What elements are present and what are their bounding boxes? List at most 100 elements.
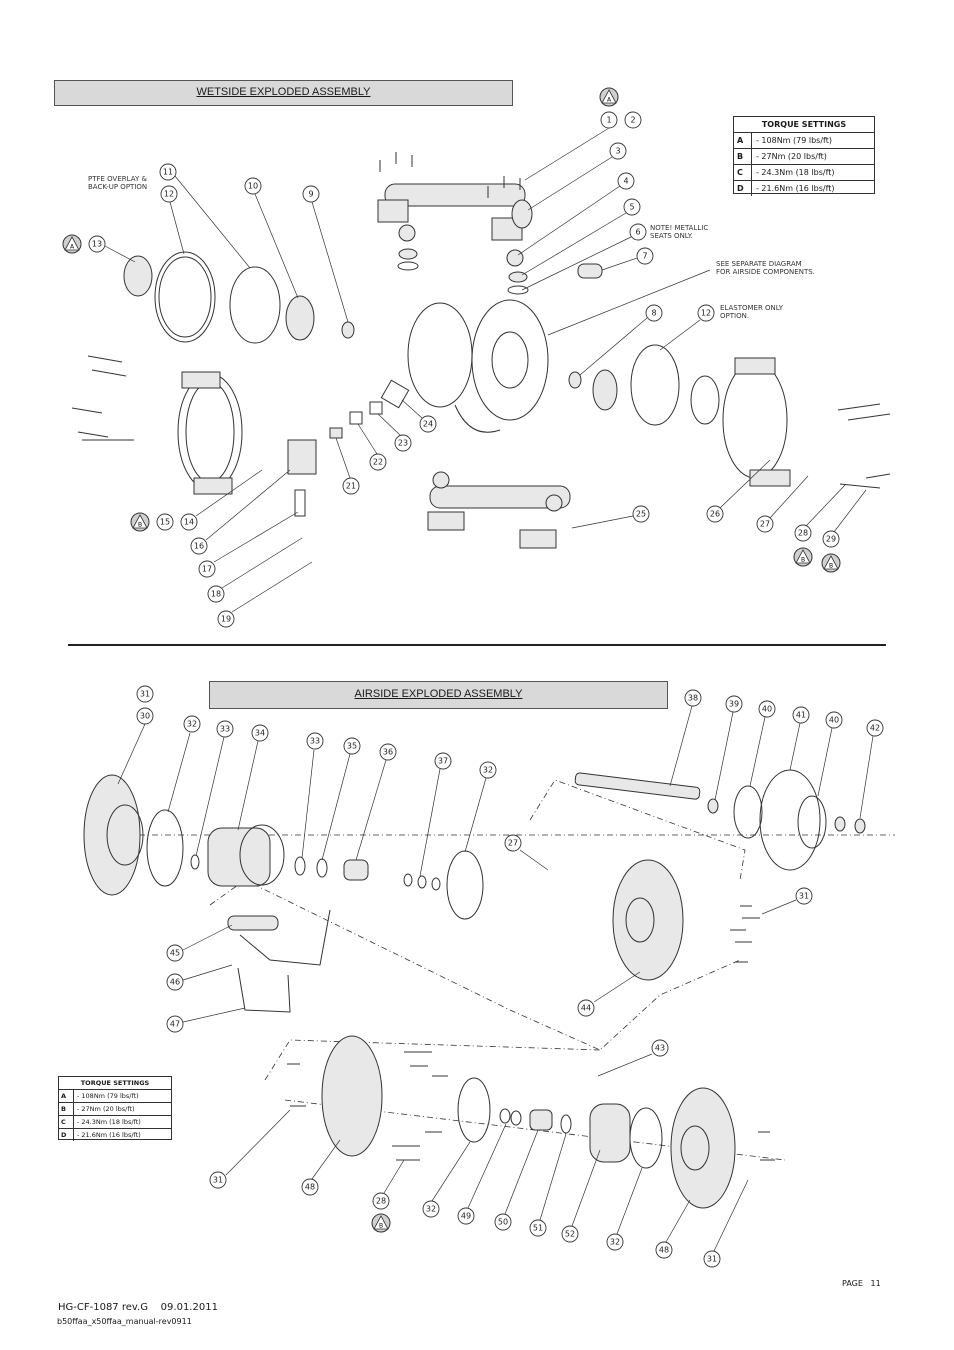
svg-text:48: 48: [659, 1246, 669, 1255]
svg-text:23: 23: [398, 439, 408, 448]
gasket: [349, 411, 363, 425]
callout-44: [577, 999, 595, 1017]
svg-text:A: A: [607, 97, 612, 104]
top-manifold-flange-left: [377, 199, 409, 223]
svg-text:26: 26: [710, 510, 720, 519]
shaft-38: [574, 772, 701, 800]
chamber-flange-top-left: [181, 371, 221, 389]
o-ring-32c: [457, 1077, 491, 1143]
svg-text:37: 37: [438, 757, 448, 766]
svg-text:31: 31: [707, 1255, 717, 1264]
bolt-group: [837, 403, 891, 489]
o-ring-33: [190, 854, 200, 870]
hose-47: [237, 967, 291, 1013]
o-ring-37b: [417, 875, 427, 889]
callout-40: [758, 700, 776, 718]
callout-13: [88, 235, 106, 253]
nut-42b: [854, 818, 866, 834]
torque-row: B- 27Nm (20 lbs/ft): [734, 149, 874, 165]
svg-text:11: 11: [163, 168, 173, 177]
callout-48b: [655, 1241, 673, 1259]
diaphragm-ptfe: [154, 251, 216, 343]
airside-title-banner: AIRSIDE EXPLODED ASSEMBLY: [209, 681, 668, 709]
diaphragm-plate-inner: [285, 295, 315, 341]
air-hose: [454, 404, 501, 433]
gasket-plate: [380, 379, 410, 409]
svg-text:35: 35: [347, 742, 357, 751]
note-elastomer-line1: ELASTOMER ONLY: [720, 304, 784, 312]
callout-31c: [209, 1171, 227, 1189]
diaphragm-elastomer: [630, 344, 680, 426]
wetside-title: WETSIDE EXPLODED ASSEMBLY: [196, 86, 371, 98]
spool-36: [343, 859, 369, 881]
svg-text:34: 34: [255, 729, 265, 738]
torque-row: A- 108Nm (79 lbs/ft): [734, 133, 874, 149]
callout-17: [198, 560, 216, 578]
callout-45: [166, 944, 184, 962]
svg-text:45: 45: [170, 949, 180, 958]
valve-body-34: [207, 827, 271, 887]
svg-text:B: B: [801, 557, 805, 564]
chamber-flange-bottom-right: [749, 469, 791, 487]
air-chamber-48b: [670, 1087, 736, 1209]
svg-text:33: 33: [310, 737, 320, 746]
callout-2: [624, 111, 642, 129]
plate-40b: [797, 795, 827, 849]
svg-text:21: 21: [346, 482, 356, 491]
callout-4: [617, 172, 635, 190]
svg-text:51: 51: [533, 1224, 543, 1233]
svg-text:32: 32: [426, 1205, 436, 1214]
pilot-45: [227, 915, 279, 931]
callout-36: [379, 743, 397, 761]
svg-text:29: 29: [826, 535, 836, 544]
torque-badge-b-icon: B: [793, 547, 813, 567]
check-ball: [432, 471, 450, 489]
svg-text:32: 32: [187, 720, 197, 729]
document-reference: HG-CF-1087 rev.G 09.01.2011: [58, 1302, 218, 1313]
callout-32d: [606, 1233, 624, 1251]
air-chamber-30-hub: [106, 804, 144, 866]
nut: [341, 321, 355, 339]
airside-drawing: [83, 769, 895, 1209]
svg-text:41: 41: [796, 711, 806, 720]
svg-text:32: 32: [483, 766, 493, 775]
note-airside-line2: FOR AIRSIDE COMPONENTS.: [716, 268, 815, 276]
torque-row: C- 24.3Nm (18 lbs/ft): [734, 165, 874, 181]
svg-text:33: 33: [220, 725, 230, 734]
callout-40b: [825, 711, 843, 729]
svg-text:12: 12: [164, 190, 174, 199]
svg-text:2: 2: [630, 116, 635, 125]
torque-table-title: TORQUE SETTINGS: [59, 1077, 171, 1090]
torque-badge-b-icon: B: [130, 512, 150, 532]
svg-text:12: 12: [701, 309, 711, 318]
callout-37: [434, 752, 452, 770]
callout-27b: [504, 834, 522, 852]
air-chamber-30: [83, 774, 141, 896]
o-ring: [507, 285, 529, 295]
center-plate-44: [612, 859, 684, 981]
o-ring-37c: [431, 877, 441, 891]
torque-badge-a-icon: A: [599, 87, 619, 107]
callout-30: [136, 707, 154, 725]
nut: [568, 371, 582, 389]
air-chamber-right-hub: [491, 331, 529, 389]
hose-47-upper: [239, 909, 331, 966]
svg-text:3: 3: [615, 147, 620, 156]
svg-text:22: 22: [373, 458, 383, 467]
svg-text:A: A: [70, 244, 75, 251]
callout-34: [251, 724, 269, 742]
svg-text:47: 47: [170, 1020, 180, 1029]
svg-text:24: 24: [423, 420, 433, 429]
air-chamber-left: [407, 302, 473, 408]
notes: PTFE OVERLAY & BACK-UP OPTION NOTE! META…: [88, 175, 815, 320]
diaphragm-plate: [592, 369, 618, 411]
callout-32c: [422, 1200, 440, 1218]
nut-42: [834, 816, 846, 832]
gasket: [369, 401, 383, 415]
note-ptfe-line1: PTFE OVERLAY &: [88, 175, 147, 183]
svg-text:28: 28: [798, 529, 808, 538]
cap-52: [589, 1103, 631, 1163]
callout-48: [301, 1178, 319, 1196]
torque-row: C- 24.3Nm (18 lbs/ft): [59, 1116, 171, 1129]
top-manifold: [384, 183, 526, 207]
